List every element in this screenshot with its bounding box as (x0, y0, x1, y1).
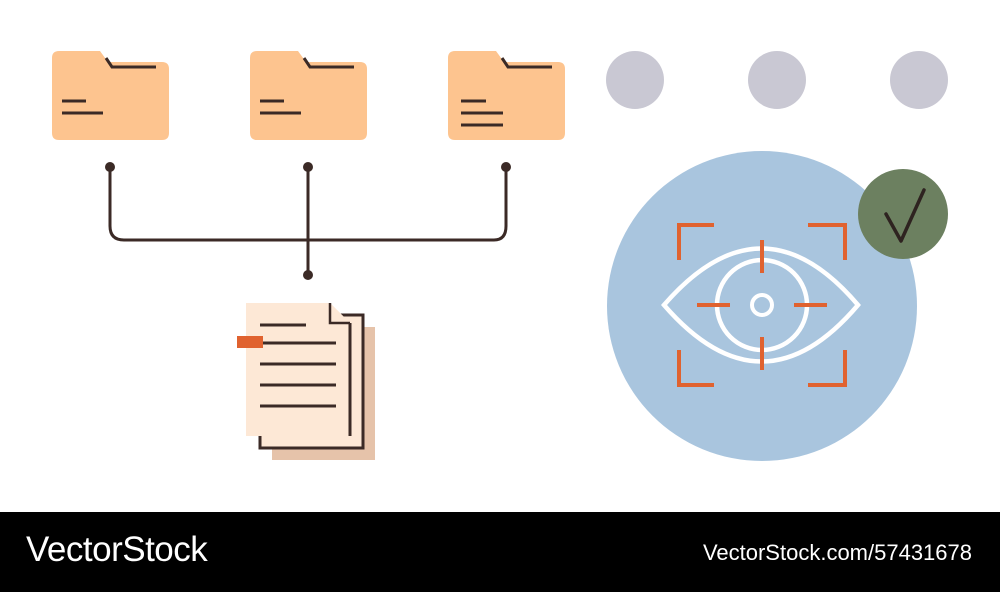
watermark-footer: VectorStock VectorStock.com/57431678 (0, 512, 1000, 592)
dot-icon (748, 51, 806, 109)
folder-icon (52, 51, 169, 140)
vectorstock-logo: VectorStock (26, 530, 208, 569)
documents-icon (237, 303, 375, 460)
eye-scan-icon (661, 240, 861, 370)
folder-icon (250, 51, 367, 140)
checkmark-icon (858, 169, 948, 259)
data-verification-illustration (52, 51, 948, 461)
dot-icon (890, 51, 948, 109)
image-id-label: VectorStock.com/57431678 (702, 540, 972, 565)
merge-connector (105, 162, 511, 280)
folder-icon (448, 51, 565, 140)
dot-icon (606, 51, 664, 109)
scan-frame (677, 223, 847, 387)
